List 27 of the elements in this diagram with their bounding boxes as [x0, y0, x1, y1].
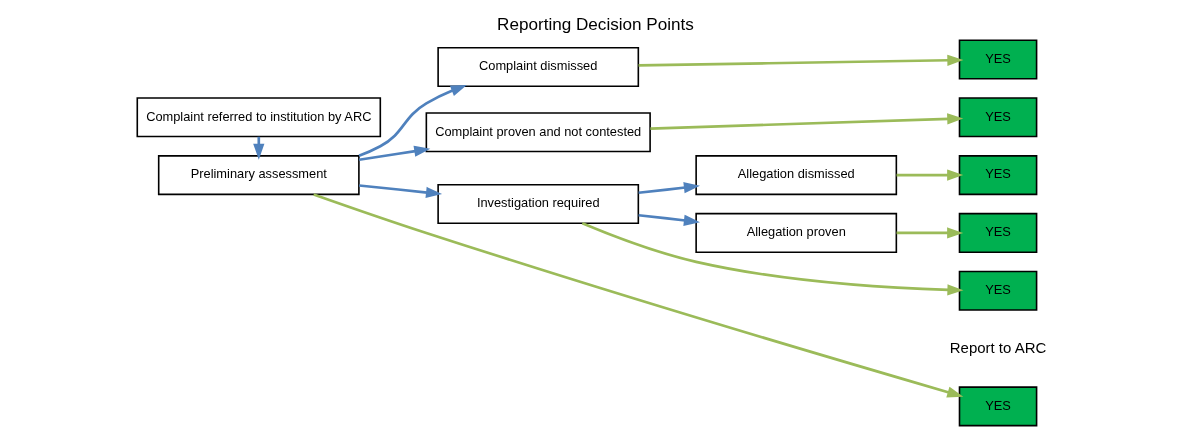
node-box: YES: [958, 270, 1038, 311]
node-box: YES: [958, 386, 1038, 427]
node-box: YES: [958, 212, 1038, 253]
arrow: [359, 184, 443, 199]
node-box: YES: [958, 39, 1038, 80]
arrow: [313, 193, 964, 398]
arrow: [581, 222, 964, 296]
arrow: [638, 54, 964, 67]
node-box: Complaint proven and not contested: [425, 112, 651, 153]
node-box: Complaint referred to institution by ARC: [136, 97, 382, 138]
arrow: [896, 227, 964, 239]
arrow: [359, 145, 431, 162]
node-box: Complaint dismissed: [437, 46, 640, 88]
node-box: Allegation dismissed: [695, 155, 898, 196]
label: Report to ARC: [949, 338, 1047, 356]
node-box: Allegation proven: [695, 212, 898, 253]
arrow: [253, 136, 265, 160]
arrow: [638, 213, 700, 226]
arrow: [650, 113, 964, 130]
arrow: [358, 84, 467, 157]
node-box: Preliminary assessment: [157, 155, 360, 196]
node-box: Investigation required: [437, 183, 640, 225]
node-box: YES: [958, 155, 1038, 196]
node-box: YES: [958, 97, 1038, 138]
arrow: [638, 182, 700, 195]
diagram-title: Reporting Decision Points: [497, 15, 694, 35]
arrow: [896, 169, 964, 181]
